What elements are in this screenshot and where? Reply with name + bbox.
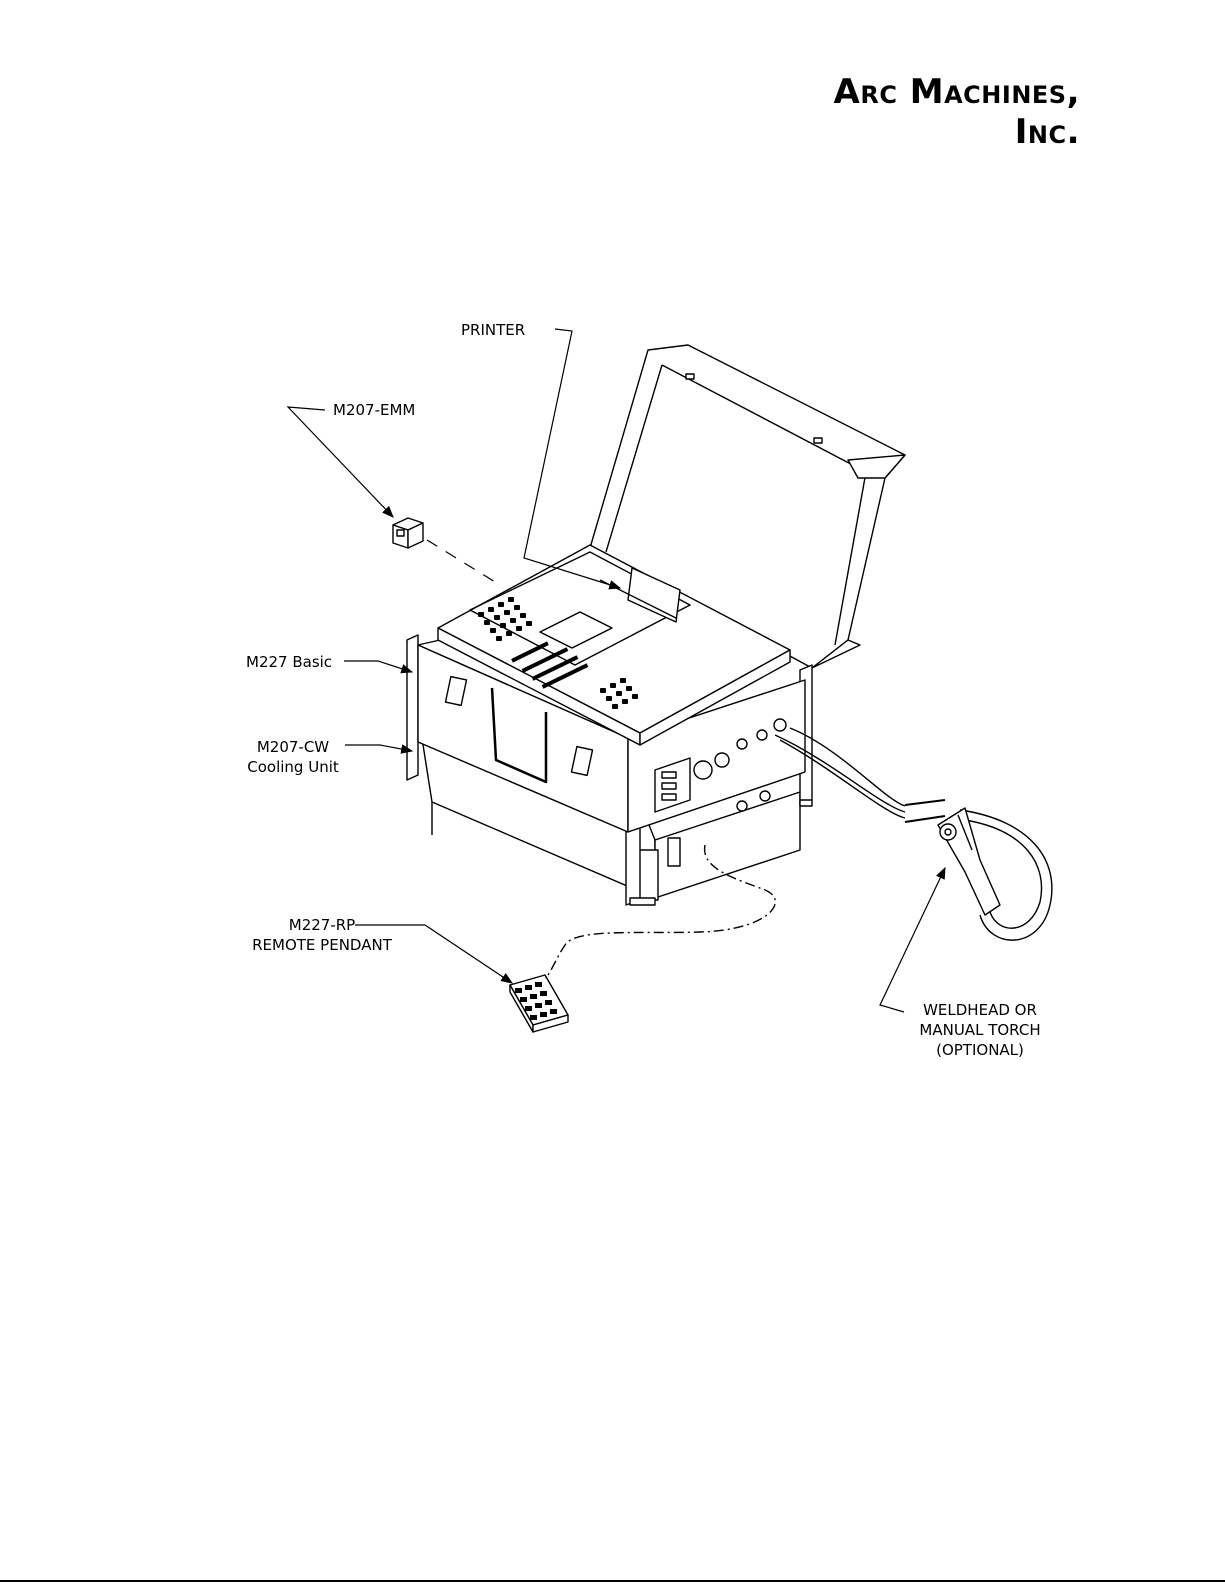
label-weldhead: WELDHEAD OR MANUAL TORCH (OPTIONAL)	[900, 1000, 1060, 1060]
label-weld-line2: MANUAL TORCH	[900, 1020, 1060, 1040]
manual-torch	[938, 808, 1000, 915]
label-emm: M207-EMM	[333, 400, 415, 420]
emm-leader	[288, 407, 393, 517]
label-cw-line2: Cooling Unit	[233, 757, 353, 777]
emm-module	[393, 518, 423, 548]
cw-leader	[345, 745, 412, 751]
label-printer: PRINTER	[461, 320, 525, 340]
torch-cables	[775, 728, 1052, 940]
remote-pendant	[510, 975, 568, 1032]
label-cooling-unit: M207-CW Cooling Unit	[233, 737, 353, 777]
label-weld-line3: (OPTIONAL)	[900, 1040, 1060, 1060]
label-rp-line2: REMOTE PENDANT	[237, 935, 407, 955]
page-bottom-rule	[0, 1580, 1225, 1582]
emm-insert-path	[427, 540, 500, 585]
basic-leader	[344, 661, 412, 672]
label-m227-basic: M227 Basic	[246, 652, 332, 672]
label-remote-pendant: M227-RP REMOTE PENDANT	[237, 915, 407, 955]
label-weld-line1: WELDHEAD OR	[900, 1000, 1060, 1020]
weld-leader	[880, 868, 945, 1012]
label-rp-line1: M227-RP	[237, 915, 407, 935]
label-cw-line1: M207-CW	[233, 737, 353, 757]
